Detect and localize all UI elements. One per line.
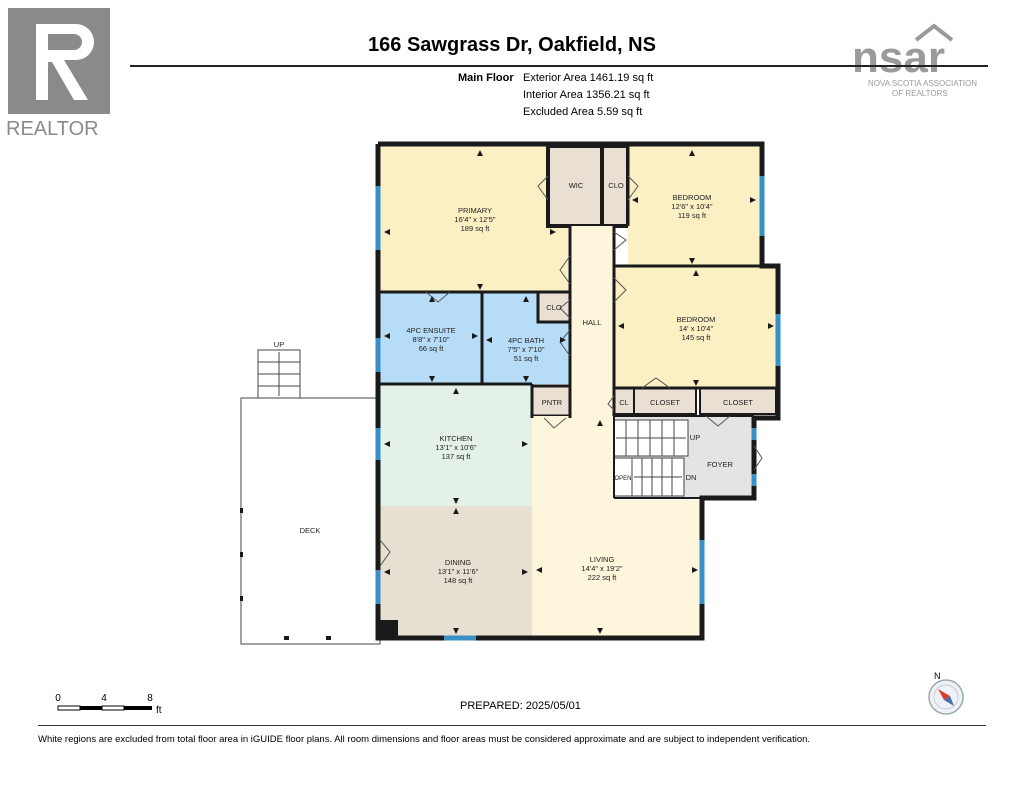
open-label: OPEN [614, 476, 631, 482]
kitchen-area: 137 sq ft [442, 452, 472, 461]
scale-unit: ft [156, 705, 162, 716]
bedroom-2-dims: 14' x 10'4" [679, 324, 714, 333]
deck-label: DECK [300, 526, 321, 535]
deck-posts [240, 508, 331, 640]
bedroom-1-dims: 12'6" x 10'4" [671, 202, 712, 211]
bath-dims: 7'5" x 7'10" [508, 345, 545, 354]
clo-top-label: CLO [608, 181, 624, 190]
prepared-date: PREPARED: 2025/05/01 [460, 700, 581, 712]
compass-north-label: N [934, 671, 941, 681]
living-dims: 14'4" x 19'2" [581, 564, 622, 573]
room-kitchen [380, 384, 532, 506]
windows [375, 176, 781, 641]
dining-area: 148 sq ft [444, 576, 474, 585]
primary-label: PRIMARY [458, 206, 492, 215]
deck-stairs [257, 349, 301, 399]
living-area: 222 sq ft [588, 573, 618, 582]
pntr-label: PNTR [542, 398, 563, 407]
foyer-label: FOYER [707, 460, 733, 469]
room-closet-2 [699, 387, 777, 415]
clo-mid-label: CLO [546, 303, 562, 312]
primary-area: 189 sq ft [461, 224, 491, 233]
living-label: LIVING [590, 555, 615, 564]
interior-area: Interior Area 1356.21 sq ft [523, 89, 650, 101]
room-bedroom-2 [614, 266, 776, 388]
dimension-markers [384, 150, 774, 634]
dining-dims: 13'1" x 11'6" [438, 567, 479, 576]
page-title: 166 Sawgrass Dr, Oakfield, NS [368, 34, 656, 56]
nsar-logo: nsar NOVA SCOTIA ASSOCIATION OF REALTORS [852, 23, 977, 98]
excluded-area: Excluded Area 5.59 sq ft [523, 106, 643, 118]
nsar-tagline-1: NOVA SCOTIA ASSOCIATION [868, 79, 977, 88]
scale-tick-4: 4 [101, 693, 107, 704]
room-primary [380, 146, 568, 292]
floor-name: Main Floor [458, 72, 514, 84]
doors [379, 175, 763, 567]
scale-bar: 0 4 8 ft [55, 693, 162, 716]
scale-tick-8: 8 [147, 693, 153, 704]
scale-tick-0: 0 [55, 693, 61, 704]
hall-label: HALL [583, 318, 602, 327]
room-bedroom-1 [628, 146, 760, 266]
ensuite-area: 66 sq ft [419, 344, 445, 353]
cl-label: CL [619, 398, 629, 407]
nsar-roof-icon [914, 23, 954, 42]
deck-area [240, 397, 381, 645]
stairs-down-label: DN [686, 473, 697, 482]
closet-1-label: CLOSET [650, 398, 680, 407]
room-hall [570, 226, 614, 418]
room-dining [380, 506, 532, 636]
bedroom-2-label: BEDROOM [677, 315, 716, 324]
wic-label: WIC [569, 181, 584, 190]
stairs-down [613, 457, 685, 497]
ensuite-label: 4PC ENSUITE [406, 326, 455, 335]
corner-column [376, 620, 398, 640]
nsar-logo-text: nsar [852, 33, 945, 82]
room-ensuite [380, 292, 482, 384]
bath-label: 4PC BATH [508, 336, 544, 345]
bedroom-2-area: 145 sq ft [682, 333, 712, 342]
realtor-logo-text: REALTOR [6, 118, 99, 140]
closet-2-label: CLOSET [723, 398, 753, 407]
disclaimer-text: White regions are excluded from total fl… [38, 734, 811, 745]
exterior-area: Exterior Area 1461.19 sq ft [523, 72, 654, 84]
realtor-r-icon [36, 24, 94, 100]
kitchen-label: KITCHEN [440, 434, 473, 443]
bath-area: 51 sq ft [514, 354, 540, 363]
room-closet-1 [633, 387, 697, 415]
bedroom-1-area: 119 sq ft [678, 211, 707, 220]
deck-stairs-label: UP [274, 340, 284, 349]
ensuite-dims: 8'8" x 7'10" [413, 335, 450, 344]
primary-dims: 16'4" x 12'5" [454, 215, 495, 224]
kitchen-dims: 13'1" x 10'6" [435, 443, 476, 452]
stairs-up-label: UP [690, 433, 700, 442]
title-divider [130, 65, 988, 67]
room-living [532, 416, 700, 636]
realtor-logo: REALTOR [6, 8, 110, 140]
bedroom-1-label: BEDROOM [673, 193, 712, 202]
stairs-up [613, 419, 689, 457]
compass-icon: N [928, 671, 964, 715]
dining-label: DINING [445, 558, 471, 567]
footer-divider [38, 725, 986, 726]
nsar-tagline-2: OF REALTORS [892, 89, 948, 98]
